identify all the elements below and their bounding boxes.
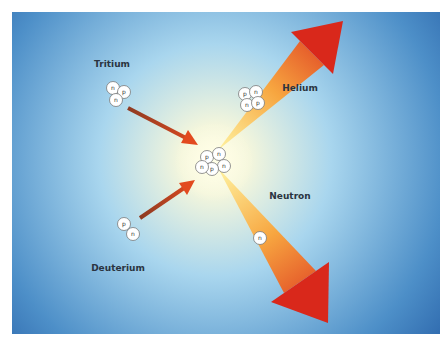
nucleon-letter: p — [243, 91, 247, 97]
particle-name: Deuterium — [91, 263, 145, 273]
nucleon-letter: n — [245, 102, 249, 108]
particle-name: Tritium — [94, 59, 130, 69]
nucleon-letter: n — [200, 164, 204, 170]
nucleon-letter: p — [210, 166, 214, 172]
nucleon-letter: n — [131, 231, 135, 237]
nucleon-letter: p — [256, 100, 260, 106]
particle-name: Neutron — [269, 191, 310, 201]
nucleon-letter: p — [122, 89, 126, 95]
nucleon-letter: n — [217, 151, 221, 157]
nucleon-letter: n — [114, 97, 118, 103]
nucleon-letter: n — [254, 89, 258, 95]
nucleon-letter: p — [205, 154, 209, 160]
nucleon-letter: n — [258, 235, 262, 241]
nucleon-letter: n — [111, 85, 115, 91]
nucleon-letter: p — [122, 221, 126, 227]
particle-name: Helium — [282, 83, 318, 93]
nucleon-letter: n — [222, 163, 226, 169]
